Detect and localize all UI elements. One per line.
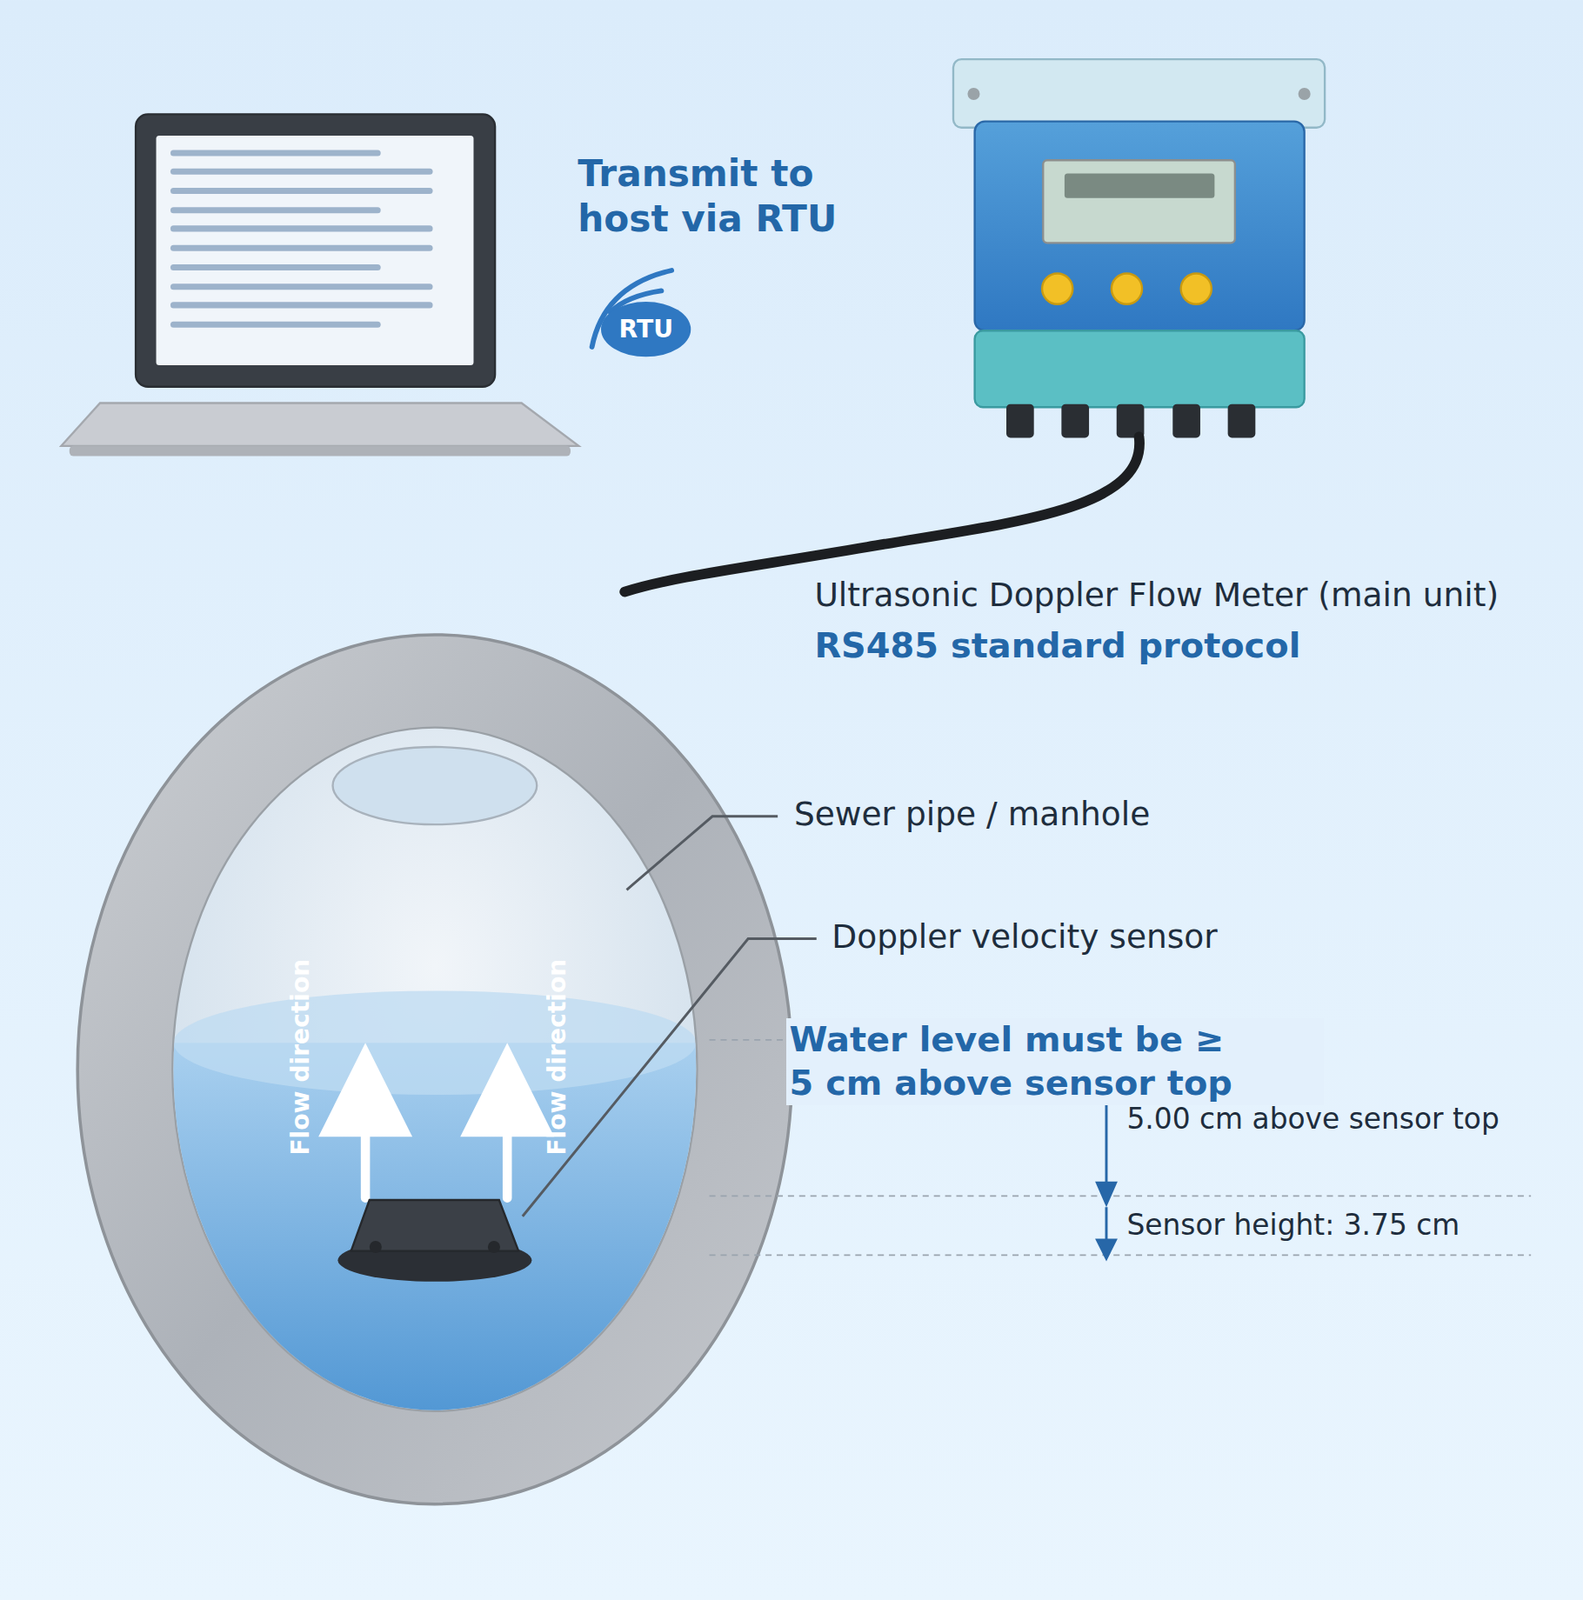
transmit-note: Transmit to host via RTU xyxy=(577,151,966,244)
unit-label: Ultrasonic Doppler Flow Meter (main unit… xyxy=(814,574,1499,616)
arrow-shaft xyxy=(502,1128,513,1199)
laptop-screen-frame xyxy=(135,113,495,387)
sensor-bolt xyxy=(369,1241,382,1254)
part-label: Sewer pipe / manhole xyxy=(794,794,1150,835)
flow-arrows xyxy=(318,1042,555,1198)
water-body xyxy=(163,1042,715,1431)
arrow-shaft xyxy=(360,1128,371,1199)
bracket-screw xyxy=(1298,87,1311,101)
unit-body xyxy=(975,121,1305,332)
node-ellipse xyxy=(601,301,691,357)
water-surface xyxy=(173,990,696,1096)
laptop-screen xyxy=(156,135,475,366)
display-segment xyxy=(1064,173,1215,199)
dimension-label: 5.00 cm above sensor top xyxy=(1126,1102,1499,1138)
arrow-head xyxy=(460,1042,555,1137)
dimension-arrowhead xyxy=(1095,1239,1118,1263)
rtu-badge: RTU xyxy=(601,301,691,357)
laptop-base xyxy=(60,403,579,447)
leader-line xyxy=(522,939,817,1217)
flow-label: Flow direction xyxy=(286,959,317,1156)
requirement-note: Water level must be ≥ 5 cm above sensor … xyxy=(786,1018,1324,1106)
cable-glands xyxy=(1006,404,1256,439)
protocol-label: RS485 standard protocol xyxy=(814,624,1301,668)
dimension-label: Sensor height: 3.75 cm xyxy=(1126,1208,1460,1244)
manhole-opening xyxy=(333,747,538,825)
pipe-wall xyxy=(77,634,792,1505)
mounting-bracket xyxy=(953,59,1325,128)
flow-label: Flow direction xyxy=(541,959,573,1156)
bracket-screw xyxy=(967,87,980,101)
sewer-pipe xyxy=(77,634,792,1505)
unit-button xyxy=(1111,273,1143,305)
node-text: RTU xyxy=(619,316,675,344)
unit-button xyxy=(1041,273,1073,305)
terminal-cover xyxy=(975,330,1305,408)
unit-button xyxy=(1181,273,1212,305)
leader-lines xyxy=(522,816,817,1217)
part-label: Doppler velocity sensor xyxy=(831,916,1217,958)
main-unit xyxy=(953,59,1325,438)
screen-text-lines xyxy=(173,153,430,325)
arrow-head xyxy=(318,1042,413,1137)
leader-line xyxy=(626,816,778,890)
laptop xyxy=(60,113,579,456)
water xyxy=(163,990,715,1431)
sensor-bolt xyxy=(487,1241,501,1254)
dimension-arrowhead xyxy=(1095,1182,1118,1208)
sensor-cable xyxy=(624,436,1140,592)
unit-display xyxy=(1042,160,1236,243)
doppler-sensor xyxy=(337,1200,532,1283)
laptop-base-edge xyxy=(69,446,571,457)
